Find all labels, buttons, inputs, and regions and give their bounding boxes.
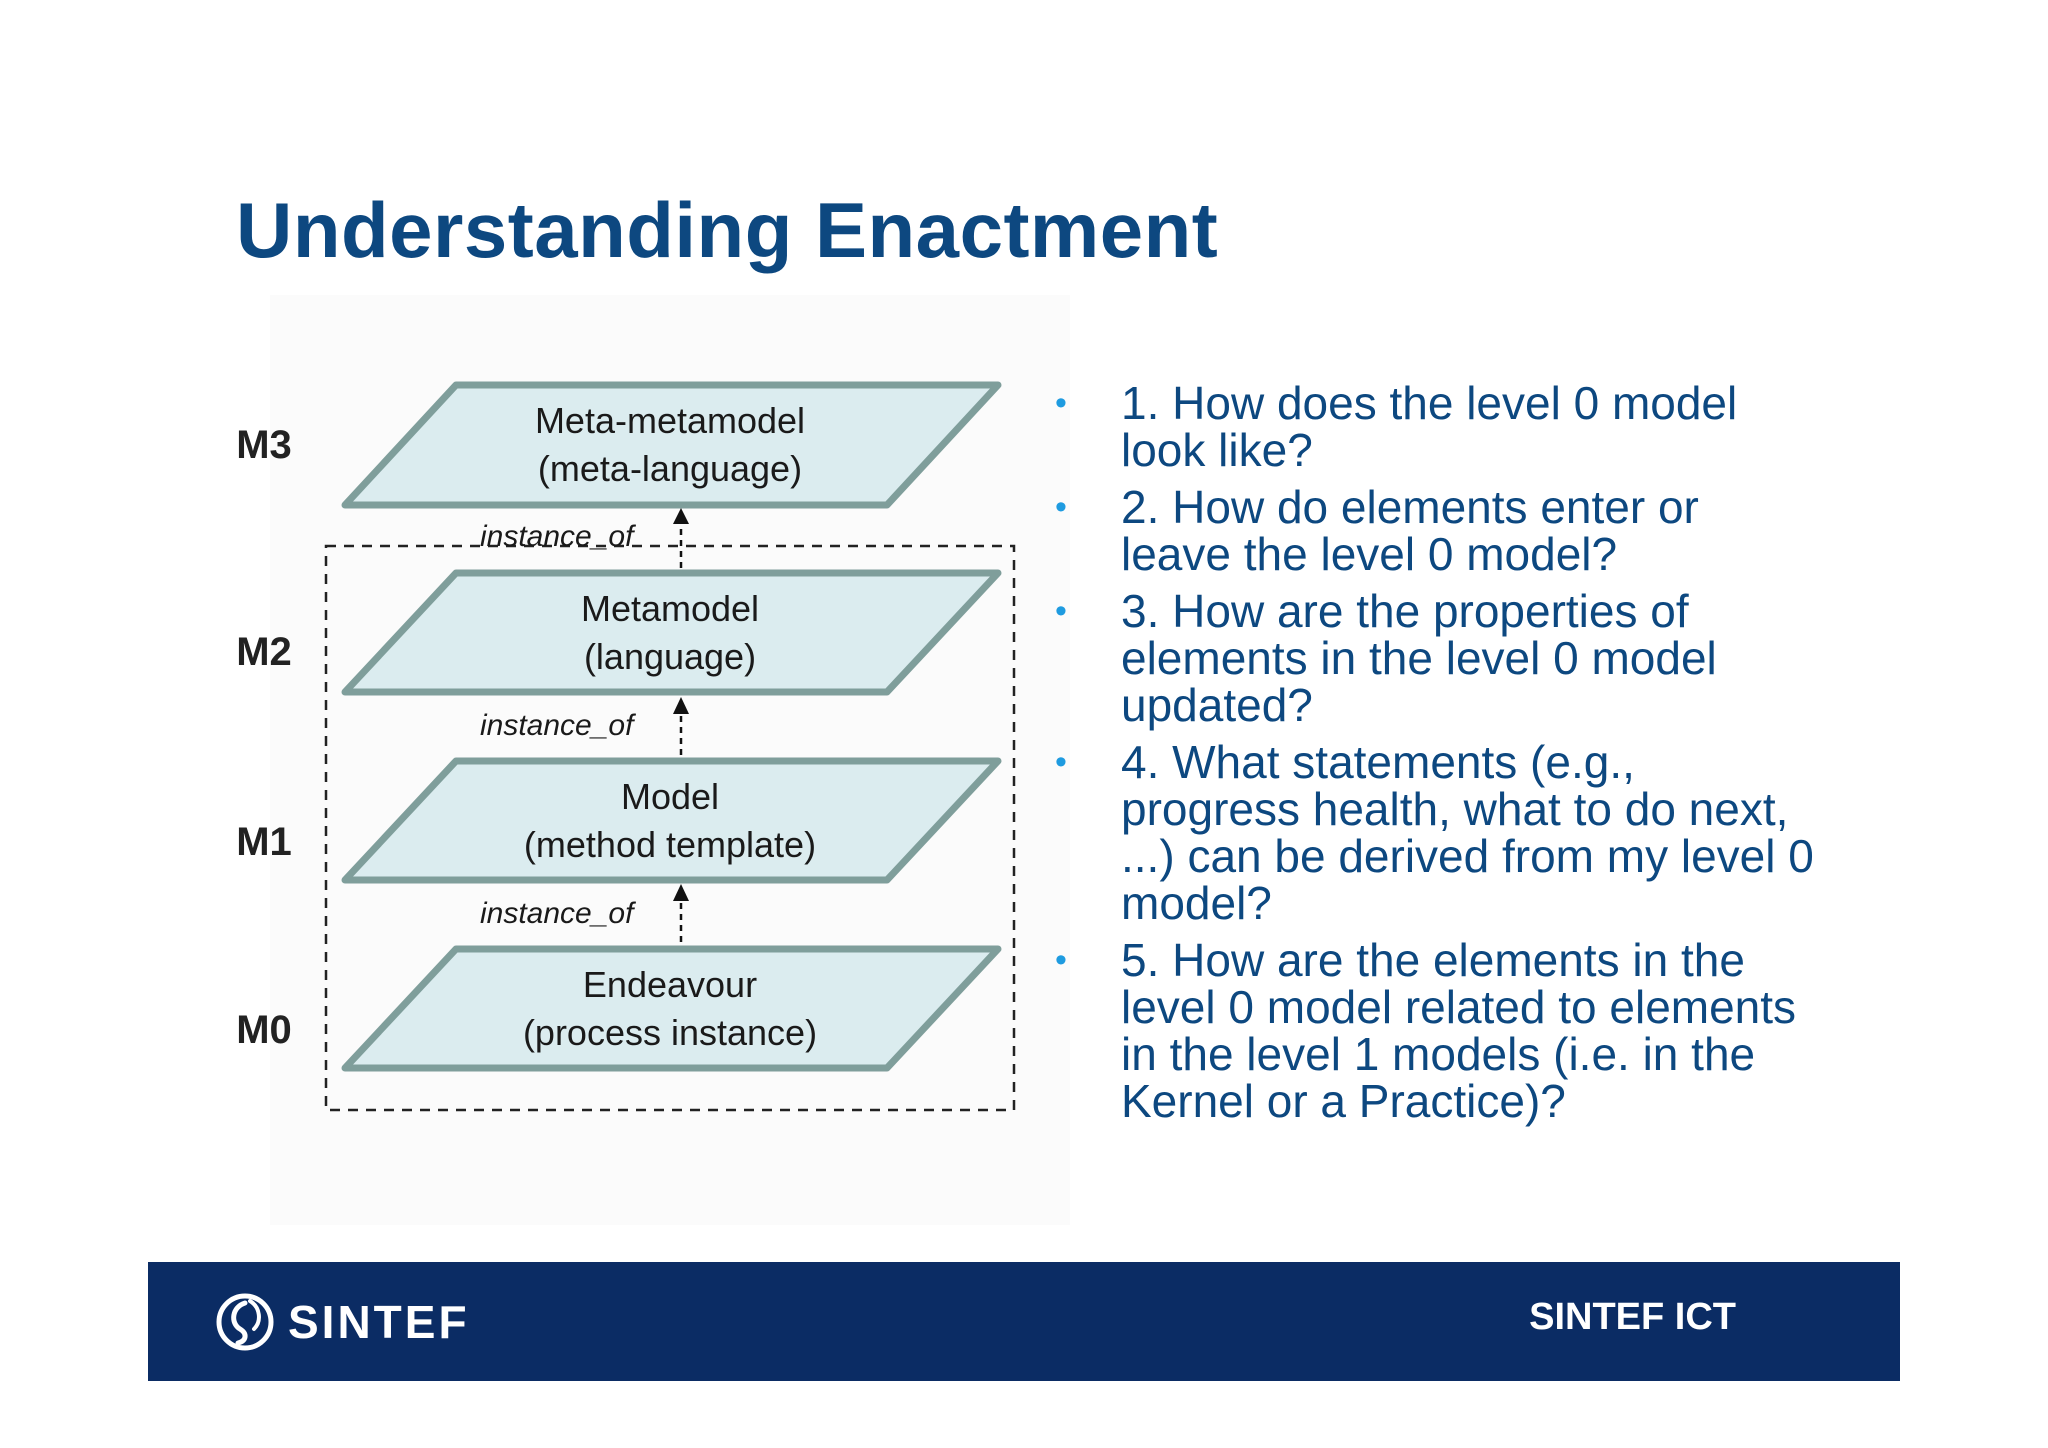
level-box-m2-line2: (language) [584, 636, 756, 677]
footer-bar: SINTEF SINTEF ICT [148, 1262, 1900, 1381]
bullet-marker-icon: • [1055, 592, 1067, 630]
bullet-item: • 5. How are the elements in the level 0… [1055, 937, 1815, 1125]
bullet-text: 4. What statements (e.g., progress healt… [1121, 736, 1814, 929]
footer-org-label: SINTEF ICT [1529, 1296, 1736, 1338]
instance-of-label: instance_of [480, 709, 636, 742]
level-label-m0: M0 [236, 1008, 292, 1052]
bullet-marker-icon: • [1055, 488, 1067, 526]
level-box-m1-line1: Model [621, 776, 719, 817]
instance-of-arrow-head [673, 508, 689, 524]
instance-of-label: instance_of [480, 897, 636, 930]
level-label-m2: M2 [236, 630, 292, 674]
level-box-m3 [341, 381, 1002, 509]
dashed-enclosure [324, 544, 1016, 1112]
bullet-marker-icon: • [1055, 384, 1067, 422]
level-box-m0-line2: (process instance) [523, 1012, 817, 1053]
level-label-m1: M1 [236, 820, 292, 864]
slide-title: Understanding Enactment [236, 186, 1219, 274]
bullet-text: 3. How are the properties of elements in… [1121, 585, 1717, 731]
bullet-item: • 4. What statements (e.g., progress hea… [1055, 739, 1815, 927]
bullet-text: 1. How does the level 0 model look like? [1121, 377, 1738, 476]
level-box-m3-line2: (meta-language) [538, 448, 802, 489]
sintef-logo: SINTEF [216, 1292, 470, 1352]
level-box-m3-line1: Meta-metamodel [535, 400, 805, 441]
level-box-m0 [341, 945, 1002, 1072]
bullet-item: • 1. How does the level 0 model look lik… [1055, 380, 1815, 474]
level-box-m2 [341, 569, 1002, 696]
level-box-m0-line1: Endeavour [583, 964, 757, 1005]
instance-of-arrow-head [673, 884, 689, 901]
bullet-text: 2. How do elements enter or leave the le… [1121, 481, 1699, 580]
bullet-text: 5. How are the elements in the level 0 m… [1121, 934, 1797, 1127]
level-box-m1-line2: (method template) [524, 824, 816, 865]
bullet-list: • 1. How does the level 0 model look lik… [1055, 380, 1815, 1135]
bullet-marker-icon: • [1055, 743, 1067, 781]
level-box-m1 [341, 757, 1002, 884]
bullet-marker-icon: • [1055, 941, 1067, 979]
sintef-logo-icon [216, 1293, 274, 1351]
sintef-logo-text: SINTEF [288, 1296, 470, 1348]
bullet-item: • 3. How are the properties of elements … [1055, 588, 1815, 729]
instance-of-label: instance_of [480, 520, 636, 553]
bullet-item: • 2. How do elements enter or leave the … [1055, 484, 1815, 578]
level-label-m3: M3 [236, 423, 292, 467]
instance-of-arrow-head [673, 697, 689, 714]
level-box-m2-line1: Metamodel [581, 588, 759, 629]
